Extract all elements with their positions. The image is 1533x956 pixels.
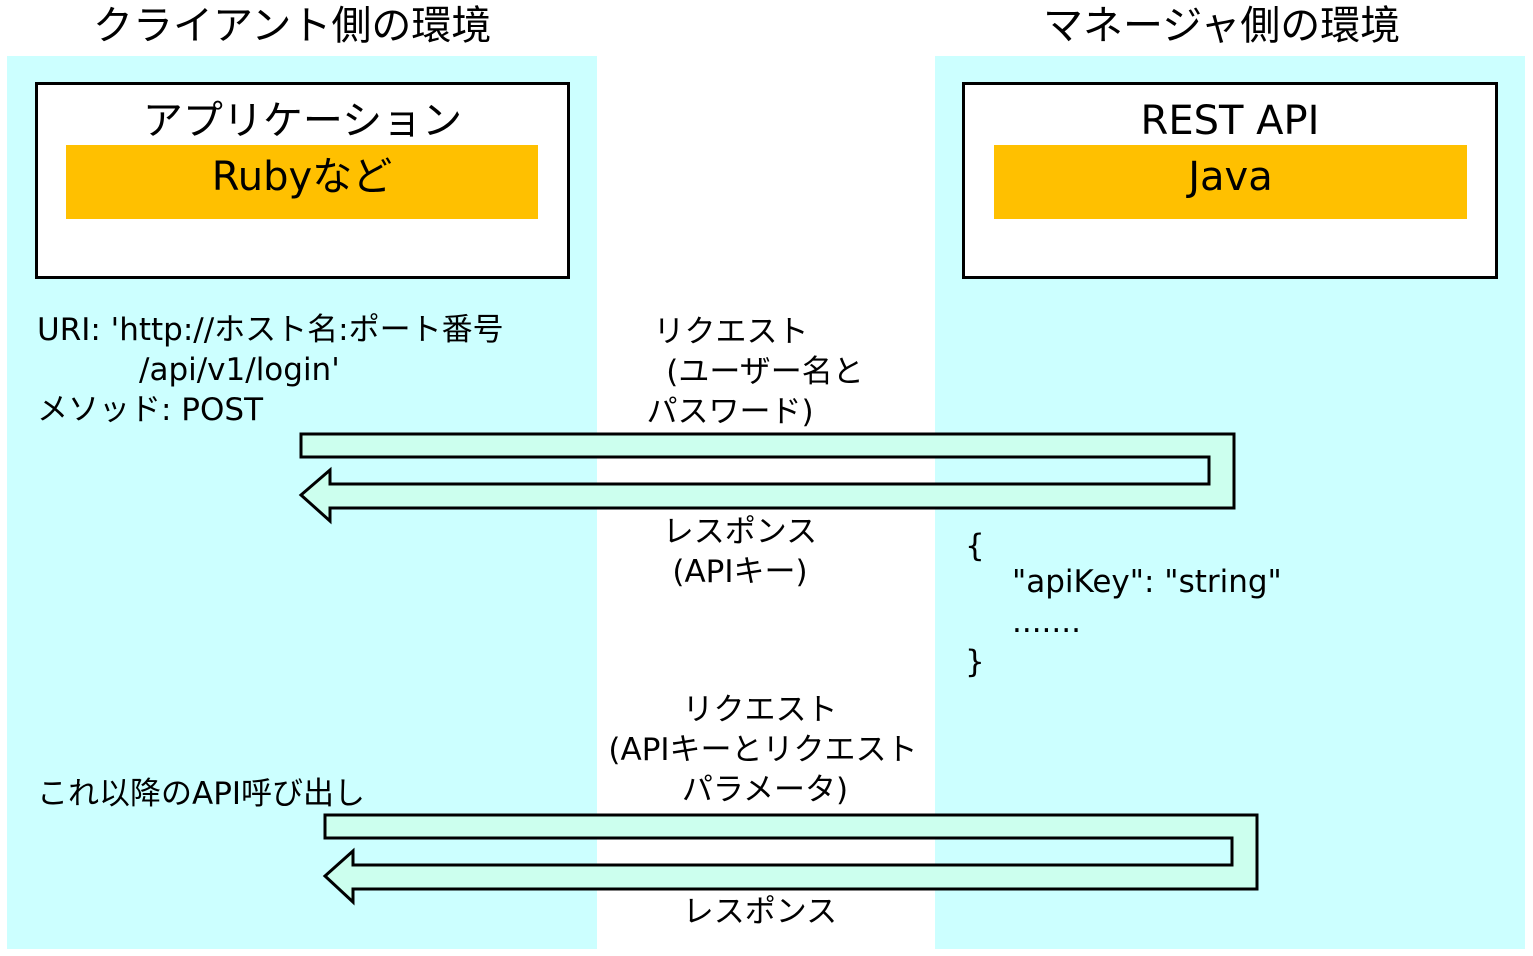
response-2-line-1: レスポンス bbox=[682, 894, 838, 930]
uri-path: /api/v1/login' bbox=[139, 352, 340, 388]
rest-api-box: REST API Java bbox=[962, 82, 1498, 279]
response-1-line-1: レスポンス bbox=[662, 514, 818, 550]
rest-api-box-title: REST API bbox=[1140, 98, 1320, 144]
request-response-arrow-2 bbox=[322, 813, 1259, 906]
subsequent-calls-label: これ以降のAPI呼び出し bbox=[37, 776, 366, 812]
client-env-title: クライアント側の環境 bbox=[93, 3, 492, 49]
manager-env-title: マネージャ側の環境 bbox=[1043, 3, 1401, 49]
request-2-line-1: リクエスト bbox=[682, 692, 838, 728]
json-close-brace: } bbox=[965, 644, 985, 680]
json-ellipsis-line: ....... bbox=[1012, 604, 1081, 640]
application-box: アプリケーション Rubyなど bbox=[35, 82, 570, 279]
request-1-line-1: リクエスト bbox=[653, 314, 809, 350]
request-2-line-2: (APIキーとリクエスト bbox=[608, 732, 918, 768]
uri-label: URI: 'http://ホスト名:ポート番号 bbox=[37, 312, 504, 348]
application-box-title: アプリケーション bbox=[142, 98, 463, 144]
client-language-box: Rubyなど bbox=[66, 145, 538, 219]
http-method: メソッド: POST bbox=[37, 392, 264, 428]
request-2-line-3: パラメータ) bbox=[681, 772, 849, 808]
response-1-label: レスポンス (APIキー) bbox=[610, 512, 930, 592]
request-1-line-2: (ユーザー名と bbox=[666, 354, 864, 390]
json-open-brace: { bbox=[965, 528, 985, 564]
request-2-label: リクエスト (APIキーとリクエスト パラメータ) bbox=[590, 690, 950, 810]
server-language-box: Java bbox=[994, 145, 1467, 219]
json-api-key-line: "apiKey": "string" bbox=[1012, 564, 1282, 600]
request-response-arrow-1 bbox=[298, 432, 1236, 525]
request-1-label: リクエスト (ユーザー名と パスワード) bbox=[610, 312, 930, 432]
response-2-label: レスポンス bbox=[610, 892, 930, 932]
response-1-line-2: (APIキー) bbox=[672, 554, 808, 590]
request-1-line-3: パスワード) bbox=[646, 394, 814, 430]
